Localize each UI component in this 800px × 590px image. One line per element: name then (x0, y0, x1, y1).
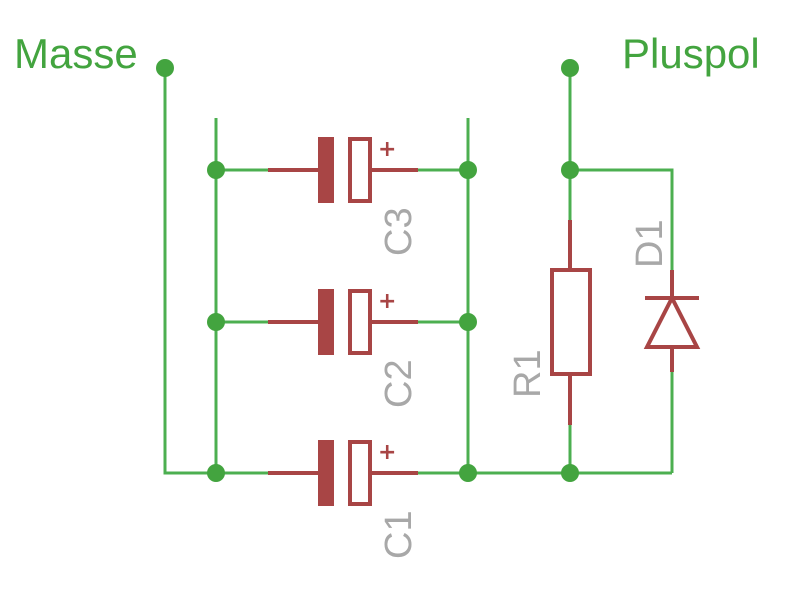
wire-d1-top (570, 168, 674, 270)
c1-polarity-mark: + (378, 440, 396, 465)
net-label-ground: Masse (14, 30, 138, 77)
c2-ref-label: C2 (378, 359, 420, 408)
c3-polarity-mark: + (378, 137, 396, 162)
junction-r1-bottom (561, 464, 579, 482)
capacitor-c2 (268, 289, 418, 355)
c3-ref-label: C3 (378, 207, 420, 256)
c1-ref-label: C1 (378, 510, 420, 559)
r1-ref-label: R1 (507, 349, 549, 398)
junction-c3-left (207, 161, 225, 179)
d1-ref-label: D1 (629, 219, 671, 268)
junction-ground-terminal (156, 59, 174, 77)
resistor-r1 (550, 220, 592, 425)
wire-ground-feed (163, 68, 216, 475)
c2-polarity-mark: + (378, 289, 396, 314)
junction-c2-right (459, 313, 477, 331)
junction-c2-left (207, 313, 225, 331)
diode-d1 (643, 270, 701, 372)
wires (163, 68, 674, 475)
capacitor-c3 (268, 137, 418, 203)
junction-c1-left (207, 464, 225, 482)
capacitor-c1 (268, 440, 418, 506)
net-label-positive: Pluspol (622, 30, 760, 77)
junction-c1-right (459, 464, 477, 482)
junction-r1-top (561, 161, 579, 179)
junction-c3-right (459, 161, 477, 179)
junction-positive-terminal (561, 59, 579, 77)
symbols (268, 137, 701, 506)
junctions (156, 59, 579, 482)
